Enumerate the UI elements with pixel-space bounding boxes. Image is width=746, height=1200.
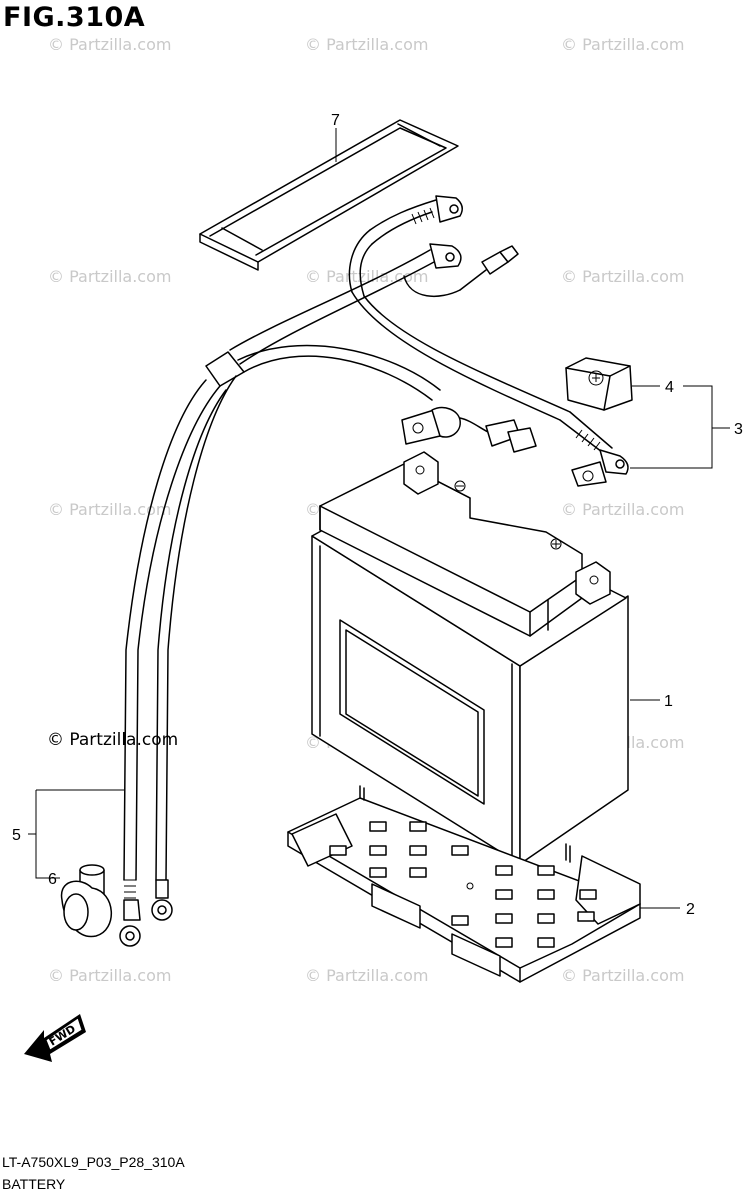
callout-2: 2	[686, 901, 695, 918]
diagram-code: LT-A750XL9_P03_P28_310A	[2, 1154, 185, 1170]
watermark: © Partzilla.com	[305, 966, 428, 985]
watermark: © Partzilla.com	[561, 966, 684, 985]
watermark: © Partzilla.com	[48, 267, 171, 286]
figure-title: FIG.310A	[3, 2, 146, 33]
watermark: © Partzilla.com	[561, 35, 684, 54]
terminal-cover-drawing	[565, 357, 633, 411]
callout-6: 6	[48, 871, 57, 888]
leader-lines	[28, 128, 730, 909]
watermark: © Partzilla.com	[48, 966, 171, 985]
watermark: © Partzilla.com	[561, 267, 684, 286]
copyright-notice: © Partzilla.com	[47, 730, 179, 750]
section-name: BATTERY	[2, 1176, 66, 1192]
callout-3: 3	[734, 421, 743, 438]
battery-cable-drawing	[119, 249, 537, 947]
battery-band-drawing	[199, 119, 459, 271]
tray-slots	[329, 821, 597, 948]
callout-labels: 7 1 2 3 4 5 6	[12, 112, 743, 918]
callout-1: 1	[664, 693, 673, 710]
battery-drawing	[311, 451, 629, 865]
watermark: © Partzilla.com	[48, 500, 171, 519]
callout-7: 7	[331, 112, 340, 129]
cable-boot-drawing	[60, 864, 112, 938]
watermark: © Partzilla.com	[305, 35, 428, 54]
callout-4: 4	[665, 379, 674, 396]
watermark: © Partzilla.com	[561, 500, 684, 519]
callout-5: 5	[12, 827, 21, 844]
battery-tray-drawing	[287, 785, 641, 983]
battery-lead-drawing	[348, 195, 629, 487]
watermark: © Partzilla.com	[48, 35, 171, 54]
fwd-arrow-icon: FWD	[24, 1014, 86, 1062]
